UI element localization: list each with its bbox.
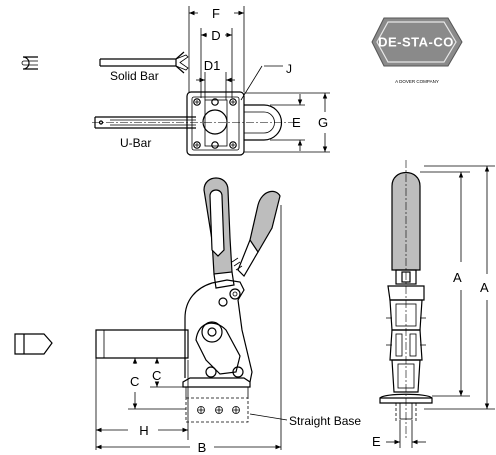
- side-dimensions: H B C C: [95, 205, 282, 455]
- dim-a-left: A: [453, 270, 462, 285]
- front-view: [379, 160, 433, 440]
- dim-d1: D1: [204, 58, 221, 73]
- dim-h: H: [139, 423, 148, 438]
- side-view: Straight Base: [95, 177, 361, 428]
- logo-tagline: A DOVER COMPANY: [395, 79, 439, 84]
- spindle-end-symbol: [14, 333, 53, 355]
- dim-e-top: E: [292, 115, 301, 130]
- destaco-logo: DE-STA-CO A DOVER COMPANY: [371, 17, 463, 84]
- solid-bar-label: Solid Bar: [110, 69, 159, 83]
- top-dimensions: F D D1 J E G: [188, 6, 330, 153]
- dim-c-outer: C: [130, 374, 139, 389]
- dim-f: F: [212, 6, 220, 21]
- dim-e-bottom: E: [372, 434, 381, 449]
- u-bar-label: U-Bar: [120, 136, 151, 150]
- dim-b: B: [198, 440, 207, 455]
- label-j: J: [286, 62, 292, 76]
- dim-g: G: [318, 115, 328, 130]
- dim-d: D: [211, 28, 220, 43]
- straight-base-label: Straight Base: [289, 414, 361, 428]
- dim-a-right: A: [480, 280, 489, 295]
- dim-c-inner: C: [152, 368, 161, 383]
- top-view: U-Bar: [92, 91, 300, 156]
- logo-brand: DE-STA-CO: [378, 35, 454, 50]
- front-dimensions: A A E: [372, 165, 495, 449]
- solid-bar-part: Solid Bar: [99, 51, 189, 83]
- cotter-pin-symbol: [21, 56, 38, 70]
